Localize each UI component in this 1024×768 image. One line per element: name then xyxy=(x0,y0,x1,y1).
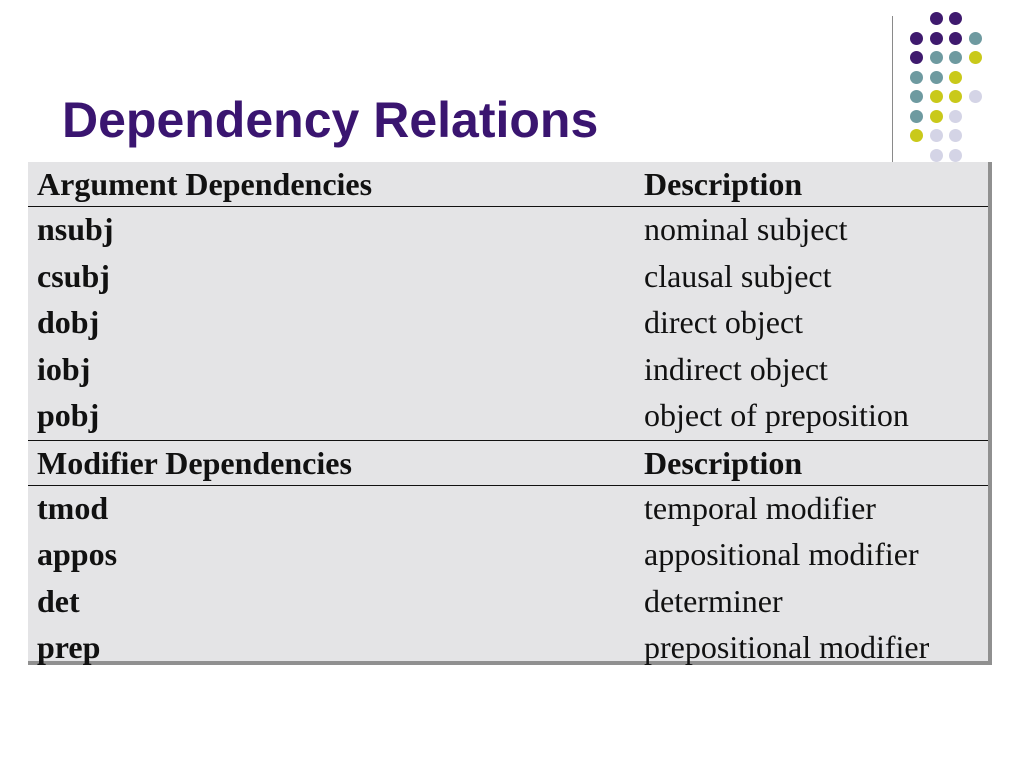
table-row: det determiner xyxy=(28,579,988,626)
relation-cell: appos xyxy=(37,536,118,572)
column-header-relation: Argument Dependencies xyxy=(37,166,373,202)
modifier-dependencies-section: Modifier Dependencies Description tmod t… xyxy=(28,439,988,672)
decorative-dot xyxy=(968,31,982,45)
table-row: tmod temporal modifier xyxy=(28,486,988,533)
decorative-dot xyxy=(910,31,923,45)
description-cell: temporal modifier xyxy=(644,489,876,526)
decorative-dot xyxy=(910,90,923,103)
decorative-dot xyxy=(929,51,943,64)
decorative-dot xyxy=(929,90,943,103)
slide-title: Dependency Relations xyxy=(62,92,599,148)
table-row: nsubj nominal subject xyxy=(28,207,988,254)
description-cell: direct object xyxy=(644,304,804,340)
description-cell: object of preposition xyxy=(644,397,909,433)
decorative-divider-line xyxy=(892,16,893,162)
column-header-description: Description xyxy=(644,444,803,481)
decorative-dot xyxy=(929,129,943,142)
table-row: pobj object of preposition xyxy=(28,393,988,440)
decorative-dot xyxy=(929,31,943,45)
relation-cell: dobj xyxy=(37,304,100,340)
table-row: prep prepositional modifier xyxy=(28,625,988,672)
relation-cell: csubj xyxy=(37,257,110,294)
description-cell: nominal subject xyxy=(644,211,848,247)
description-cell: clausal subject xyxy=(644,257,832,294)
decorative-dot xyxy=(968,90,982,103)
decorative-dot xyxy=(949,31,962,45)
dependency-table: Argument Dependencies Description nsubj … xyxy=(28,162,992,665)
decorative-dot xyxy=(929,70,943,84)
decorative-dot xyxy=(929,148,943,162)
relation-cell: pobj xyxy=(37,397,100,433)
column-header-description: Description xyxy=(644,166,803,202)
description-cell: prepositional modifier xyxy=(644,629,930,665)
relation-cell: nsubj xyxy=(37,211,114,247)
argument-dependencies-section: Argument Dependencies Description nsubj … xyxy=(28,162,988,440)
decorative-dot xyxy=(929,109,943,123)
decorative-dot xyxy=(949,70,962,84)
table-row: iobj indirect object xyxy=(28,347,988,394)
decorative-dot xyxy=(949,109,962,123)
relation-cell: prep xyxy=(37,629,101,665)
table-header-row: Argument Dependencies Description xyxy=(28,162,988,207)
table-row: csubj clausal subject xyxy=(28,254,988,301)
table-row: dobj direct object xyxy=(28,300,988,347)
description-cell: indirect object xyxy=(644,350,828,387)
decorative-dot xyxy=(949,90,962,103)
decorative-dot xyxy=(910,129,923,142)
decorative-dot xyxy=(949,51,962,64)
decorative-dot xyxy=(949,129,962,142)
table-header-row: Modifier Dependencies Description xyxy=(28,439,988,486)
relation-cell: iobj xyxy=(37,350,91,387)
decorative-dot xyxy=(910,109,923,123)
relation-cell: det xyxy=(37,582,80,619)
decorative-dot xyxy=(910,51,923,64)
decorative-dot xyxy=(949,148,962,162)
decorative-dot xyxy=(968,51,982,64)
table-row: appos appositional modifier xyxy=(28,532,988,579)
decorative-dot xyxy=(949,12,962,25)
description-cell: appositional modifier xyxy=(644,536,919,572)
description-cell: determiner xyxy=(644,582,783,619)
column-header-relation: Modifier Dependencies xyxy=(37,444,352,481)
decorative-dot xyxy=(929,12,943,25)
relation-cell: tmod xyxy=(37,489,109,526)
decorative-dot-grid xyxy=(910,12,1010,162)
decorative-dot xyxy=(910,70,923,84)
